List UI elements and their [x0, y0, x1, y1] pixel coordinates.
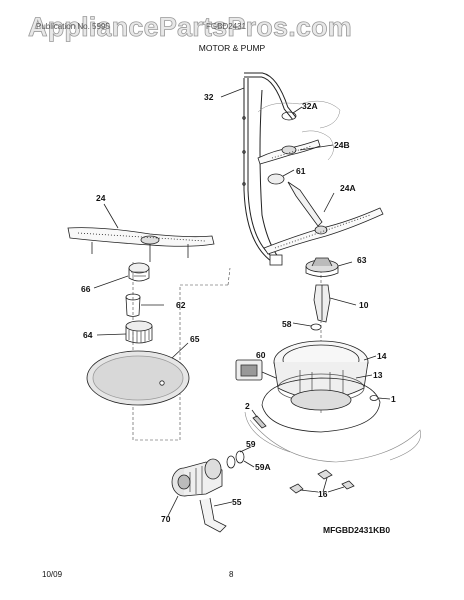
leader-59A	[243, 460, 255, 468]
screws-16	[289, 469, 355, 494]
o-ring-58	[310, 323, 322, 331]
part-label-55: 55	[232, 497, 242, 507]
footer-date: 10/09	[42, 570, 63, 579]
upper-wall-area	[257, 100, 341, 161]
pump-housing-10	[313, 284, 331, 323]
leader-65	[171, 342, 189, 359]
lower-spray-arm-24	[67, 227, 215, 262]
leader-64	[96, 333, 127, 336]
leader-32A	[292, 106, 303, 114]
leader-70	[167, 495, 179, 517]
diagram-reference: MFGBD2431KB0	[323, 525, 391, 535]
part-label-66: 66	[81, 284, 91, 294]
publication-number: Publication No. 5995	[36, 22, 110, 31]
leader-24B	[299, 144, 334, 151]
filter-screen-65	[86, 350, 190, 406]
part-label-16: 16	[318, 489, 328, 499]
spray-arm-24A	[263, 181, 384, 255]
relay-60	[235, 359, 277, 381]
part-label-64: 64	[83, 330, 93, 340]
clip-2	[252, 415, 267, 429]
spray-arm-tube	[242, 72, 296, 266]
disk-61	[267, 173, 285, 185]
filter-62	[125, 293, 141, 317]
leader-16b	[299, 489, 319, 493]
leader-24A	[323, 192, 335, 213]
leader-32	[220, 87, 245, 98]
part-label-32A: 32A	[302, 101, 318, 111]
leader-1	[377, 397, 391, 400]
nut-32A	[281, 111, 297, 121]
leader-10	[329, 297, 357, 306]
wash-arm-seal-63	[305, 257, 339, 277]
sump-assembly	[273, 340, 369, 411]
part-label-65: 65	[190, 334, 200, 344]
part-label-2: 2	[245, 401, 250, 411]
leader-2	[251, 409, 258, 418]
leader-59	[239, 446, 252, 453]
bracket-55	[199, 497, 227, 533]
chopper-64	[125, 320, 153, 344]
leader-63	[337, 261, 353, 267]
ring-59	[226, 455, 236, 469]
part-label-14: 14	[377, 351, 387, 361]
footer-page-number: 8	[229, 570, 234, 579]
upper-spray-arm-24B	[257, 139, 321, 165]
part-label-1: 1	[391, 394, 396, 404]
leader-14	[363, 355, 377, 361]
part-label-24B: 24B	[334, 140, 350, 150]
part-label-32: 32	[204, 92, 214, 102]
part-label-70: 70	[161, 514, 171, 524]
leader-66	[93, 275, 129, 289]
part-label-24A: 24A	[340, 183, 356, 193]
part-label-60: 60	[256, 350, 266, 360]
leader-16c	[327, 486, 345, 493]
part-label-59A: 59A	[255, 462, 271, 472]
part-label-24: 24	[96, 193, 106, 203]
leader-24	[103, 203, 119, 229]
part-label-59: 59	[246, 439, 256, 449]
tub-floor-1	[244, 377, 421, 463]
part-label-61: 61	[296, 166, 306, 176]
page-title: MOTOR & PUMP	[198, 43, 266, 53]
part-label-62: 62	[176, 300, 186, 310]
part-label-10: 10	[359, 300, 369, 310]
part-label-58: 58	[282, 319, 292, 329]
leader-58	[292, 322, 312, 327]
part-label-63: 63	[357, 255, 367, 265]
model-number: FGBD2431	[206, 22, 247, 31]
leader-13	[355, 374, 373, 379]
watermark: AppliancePartsPros.com	[28, 12, 353, 43]
leader-61	[282, 169, 295, 177]
impeller-66	[128, 262, 150, 282]
leader-55	[213, 501, 233, 507]
motor-70	[171, 458, 223, 497]
leader-16a	[322, 477, 328, 493]
ring-59A	[235, 450, 245, 464]
part-label-13: 13	[373, 370, 383, 380]
